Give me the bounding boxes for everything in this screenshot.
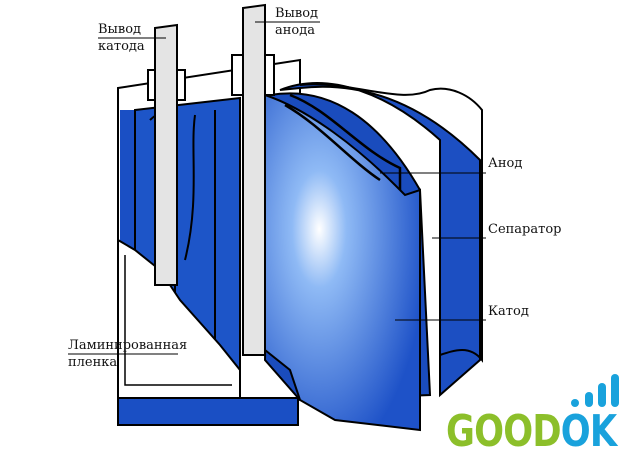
label-anode: Анод <box>488 156 523 171</box>
label-laminated-film-line1: Ламинированная <box>68 338 188 353</box>
logo-text-good: GOOD <box>446 406 562 457</box>
anode-tab <box>231 3 275 356</box>
label-cathode-tab-line2: катода <box>98 39 145 54</box>
label-cathode: Катод <box>488 304 529 319</box>
electrode-sheets <box>263 82 483 432</box>
label-laminated-film: Ламинированная пленка <box>68 337 187 371</box>
label-anode-tab: Вывод анода <box>275 5 318 39</box>
cathode-tab <box>147 23 186 286</box>
label-anode-tab-line1: Вывод <box>275 6 319 21</box>
label-cathode-tab: Вывод катода <box>98 21 145 55</box>
label-separator: Сепаратор <box>488 222 562 237</box>
label-cathode-tab-line1: Вывод <box>98 22 142 37</box>
leader-lines <box>68 21 486 355</box>
goodok-logo: GOODOK <box>446 410 617 454</box>
label-laminated-film-line2: пленка <box>68 355 118 370</box>
label-anode-tab-line2: анода <box>275 23 315 38</box>
signal-bars-icon <box>571 374 619 407</box>
logo-text-ok: OK <box>560 406 617 457</box>
